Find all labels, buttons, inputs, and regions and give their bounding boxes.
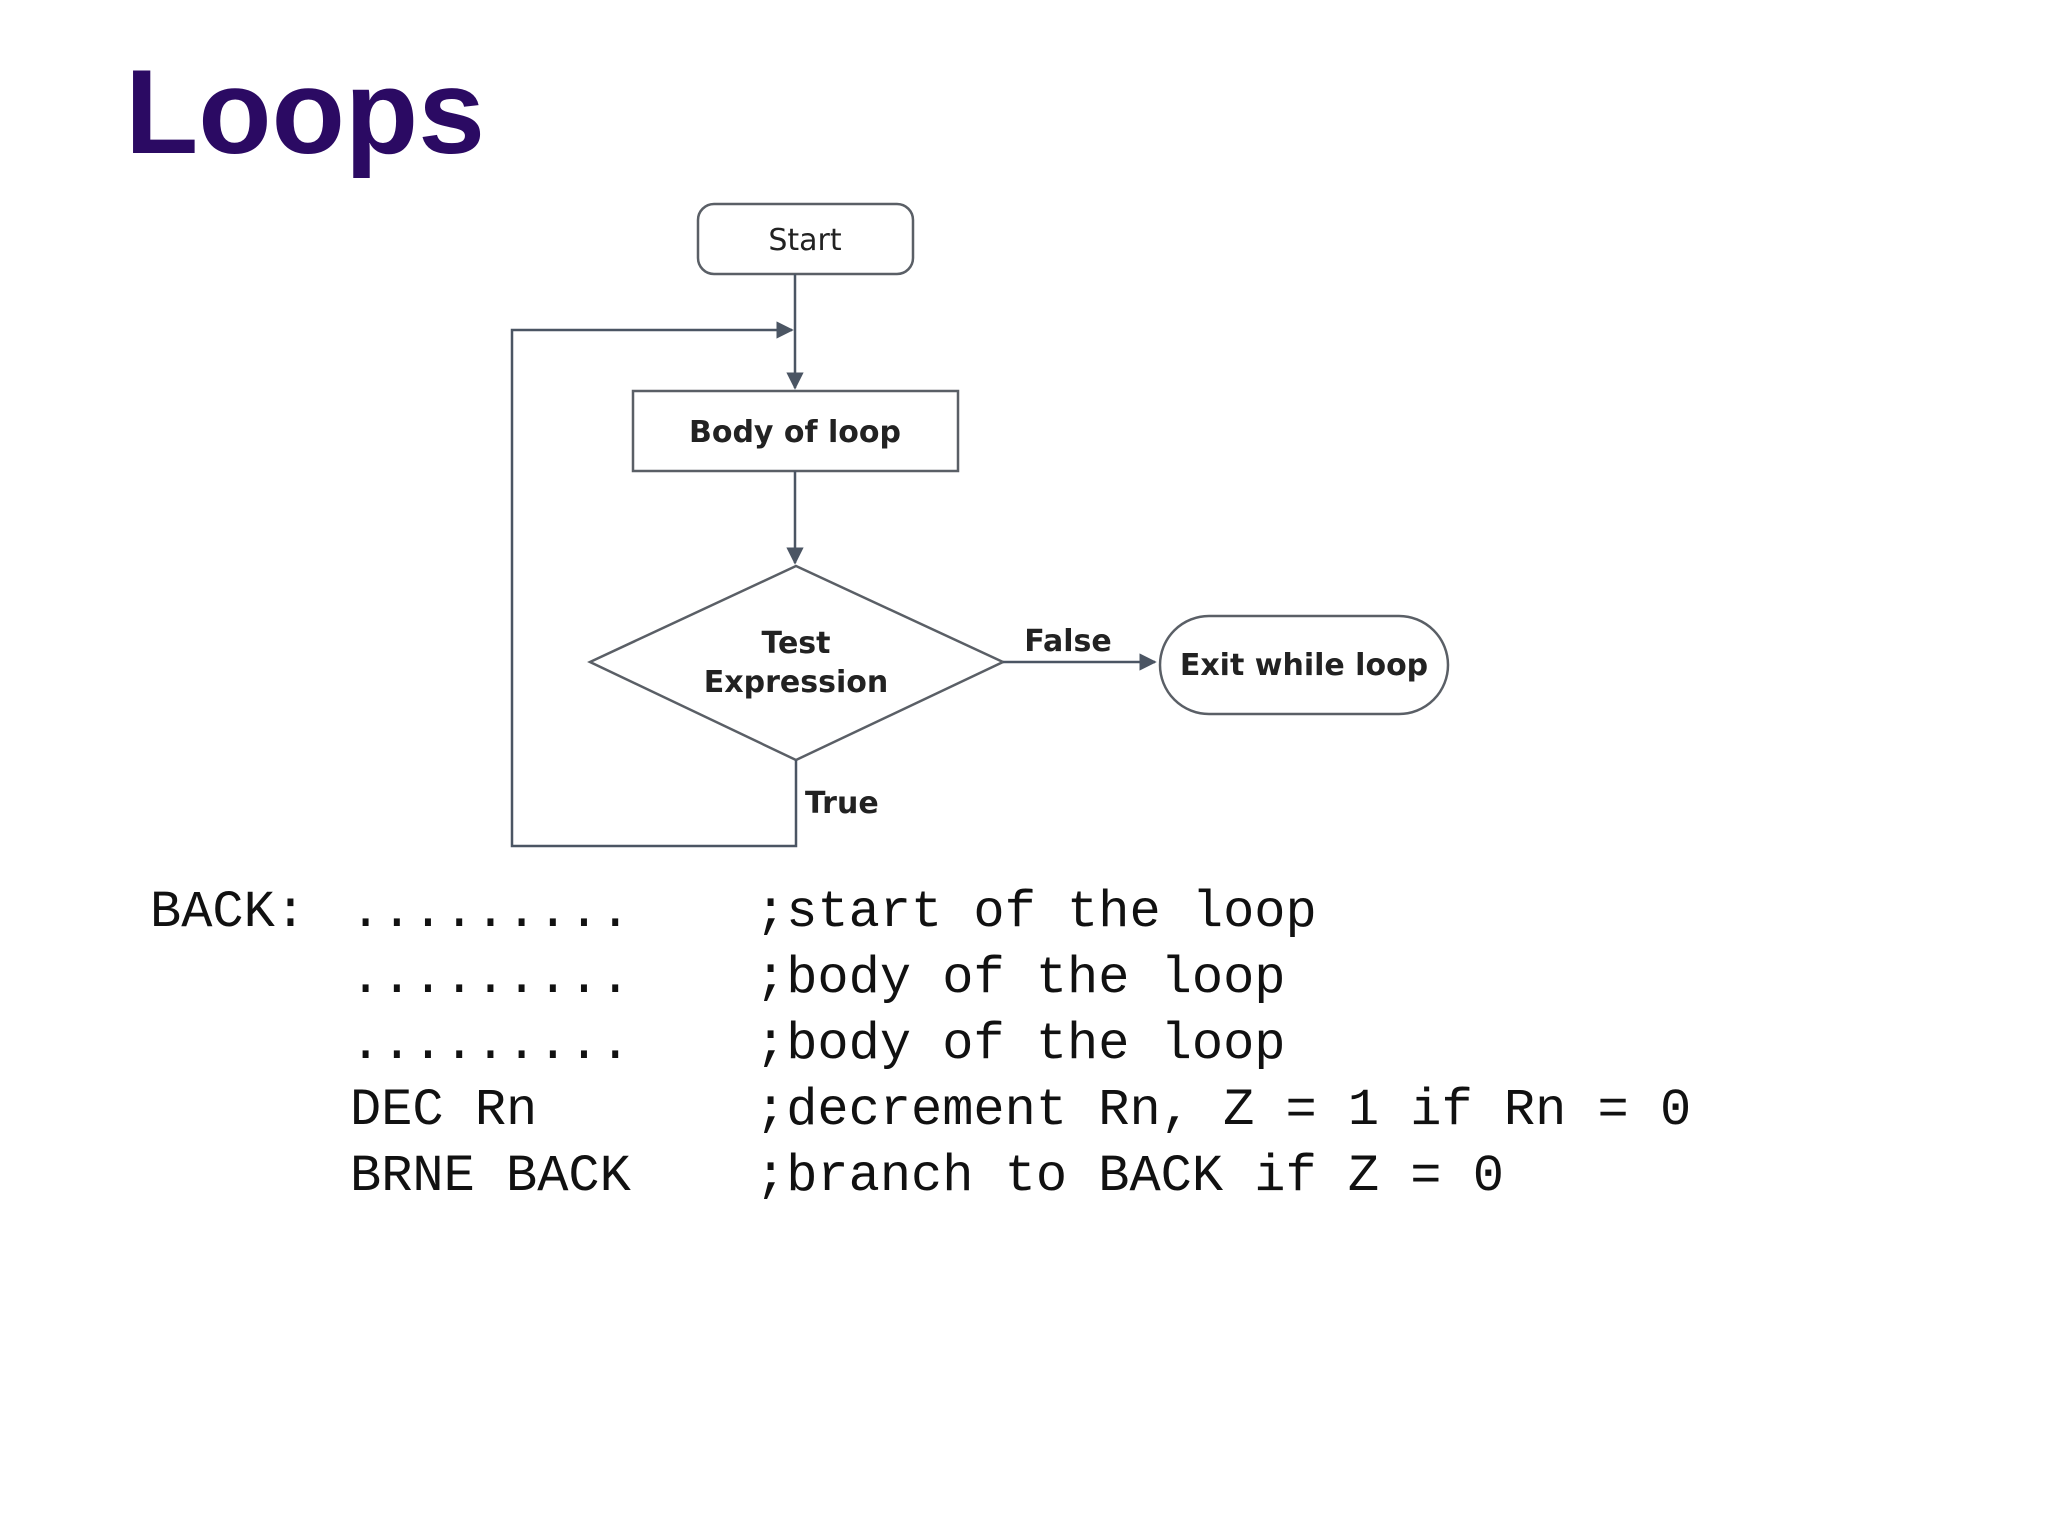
start-node bbox=[696, 202, 915, 276]
exit-node bbox=[1158, 614, 1450, 716]
code-line: ......... ;body of the loop bbox=[150, 1012, 1286, 1078]
false-label: False bbox=[1024, 624, 1111, 659]
code-comment: ;decrement Rn, Z = 1 if Rn = 0 bbox=[755, 1081, 1692, 1140]
code-label: BACK: bbox=[150, 883, 307, 942]
code-comment: ;branch to BACK if Z = 0 bbox=[755, 1147, 1504, 1206]
test-node bbox=[587, 564, 1006, 762]
test-label-line2: Expression bbox=[704, 665, 888, 700]
slide-title: Loops bbox=[125, 45, 485, 179]
code-line: DEC Rn ;decrement Rn, Z = 1 if Rn = 0 bbox=[150, 1078, 1691, 1144]
code-comment: ;body of the loop bbox=[755, 949, 1286, 1008]
code-instruction: ......... bbox=[350, 949, 631, 1008]
code-line: ......... ;body of the loop bbox=[150, 946, 1286, 1012]
code-comment: ;body of the loop bbox=[755, 1015, 1286, 1074]
code-instruction: BRNE BACK bbox=[350, 1147, 631, 1206]
code-comment: ;start of the loop bbox=[755, 883, 1317, 942]
true-loop-back-arrow bbox=[510, 321, 798, 848]
test-label-line1: Test bbox=[761, 626, 830, 661]
true-label: True bbox=[805, 786, 879, 821]
code-instruction: DEC Rn bbox=[350, 1081, 538, 1140]
body-label: Body of loop bbox=[689, 415, 901, 450]
code-line: BACK: ......... ;start of the loop bbox=[150, 880, 1317, 946]
loop-flowchart: Start Body of loop Test Expression False… bbox=[510, 202, 1450, 848]
start-label: Start bbox=[768, 223, 842, 258]
exit-label: Exit while loop bbox=[1180, 648, 1428, 683]
code-instruction: ......... bbox=[350, 1015, 631, 1074]
code-line: BRNE BACK ;branch to BACK if Z = 0 bbox=[150, 1144, 1504, 1210]
assembly-code: BACK: ......... ;start of the loop .....… bbox=[150, 880, 1691, 1210]
code-instruction: ......... bbox=[350, 883, 631, 942]
